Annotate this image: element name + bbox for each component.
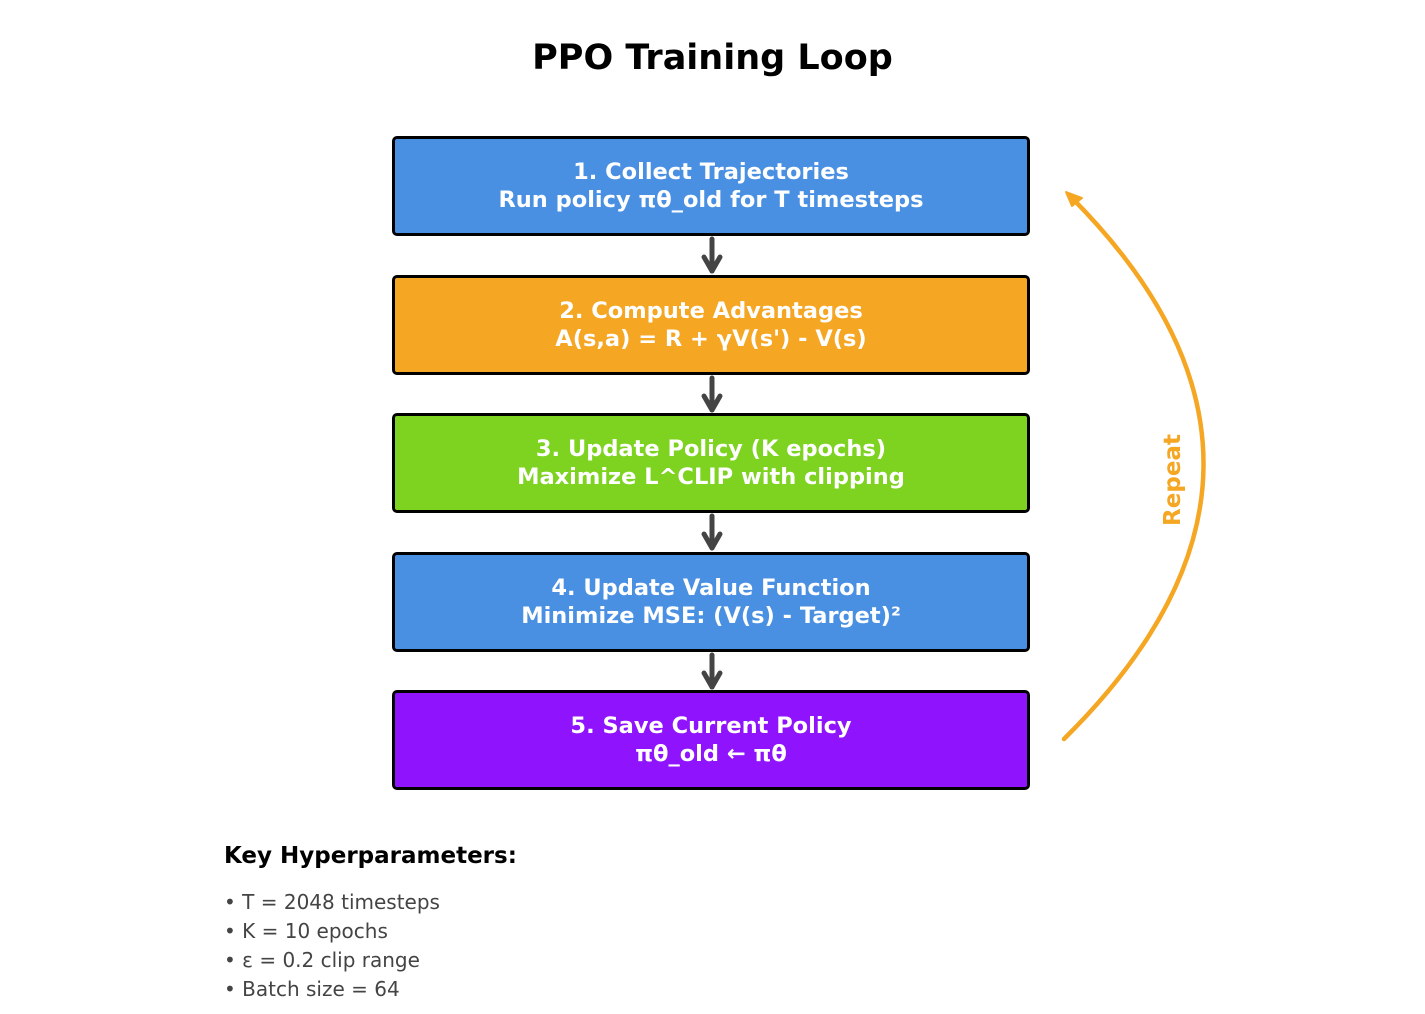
repeat-loop-arrow-icon <box>1061 191 1206 742</box>
down-arrow-icon <box>701 652 723 690</box>
step-detail: Minimize MSE: (V(s) - Target)² <box>521 603 901 629</box>
diagram-title: PPO Training Loop <box>532 38 893 78</box>
step-save-policy: 5. Save Current Policy πθ_old ← πθ <box>392 690 1030 790</box>
hyperparameters-title: Key Hyperparameters: <box>224 843 517 869</box>
down-arrow-icon <box>701 236 723 274</box>
step-detail: A(s,a) = R + γV(s') - V(s) <box>555 326 867 352</box>
repeat-label: Repeat <box>1160 434 1186 526</box>
hyperparameters-list: • T = 2048 timesteps • K = 10 epochs • ε… <box>224 888 440 1004</box>
step-compute-advantages: 2. Compute Advantages A(s,a) = R + γV(s'… <box>392 275 1030 375</box>
down-arrow-icon <box>701 513 723 551</box>
step-title: 1. Collect Trajectories <box>573 159 849 185</box>
step-collect-trajectories: 1. Collect Trajectories Run policy πθ_ol… <box>392 136 1030 236</box>
down-arrow-icon <box>701 375 723 413</box>
step-update-policy: 3. Update Policy (K epochs) Maximize L^C… <box>392 413 1030 513</box>
step-detail: Maximize L^CLIP with clipping <box>517 464 905 490</box>
step-update-value-function: 4. Update Value Function Minimize MSE: (… <box>392 552 1030 652</box>
hyperparameter-item: • ε = 0.2 clip range <box>224 948 420 972</box>
step-detail: Run policy πθ_old for T timesteps <box>498 187 924 213</box>
step-detail: πθ_old ← πθ <box>635 741 787 767</box>
hyperparameter-item: • T = 2048 timesteps <box>224 890 440 914</box>
hyperparameter-item: • Batch size = 64 <box>224 977 400 1001</box>
step-title: 4. Update Value Function <box>551 575 871 601</box>
step-title: 3. Update Policy (K epochs) <box>535 436 887 462</box>
hyperparameter-item: • K = 10 epochs <box>224 919 388 943</box>
step-title: 2. Compute Advantages <box>559 298 863 324</box>
step-title: 5. Save Current Policy <box>570 713 852 739</box>
